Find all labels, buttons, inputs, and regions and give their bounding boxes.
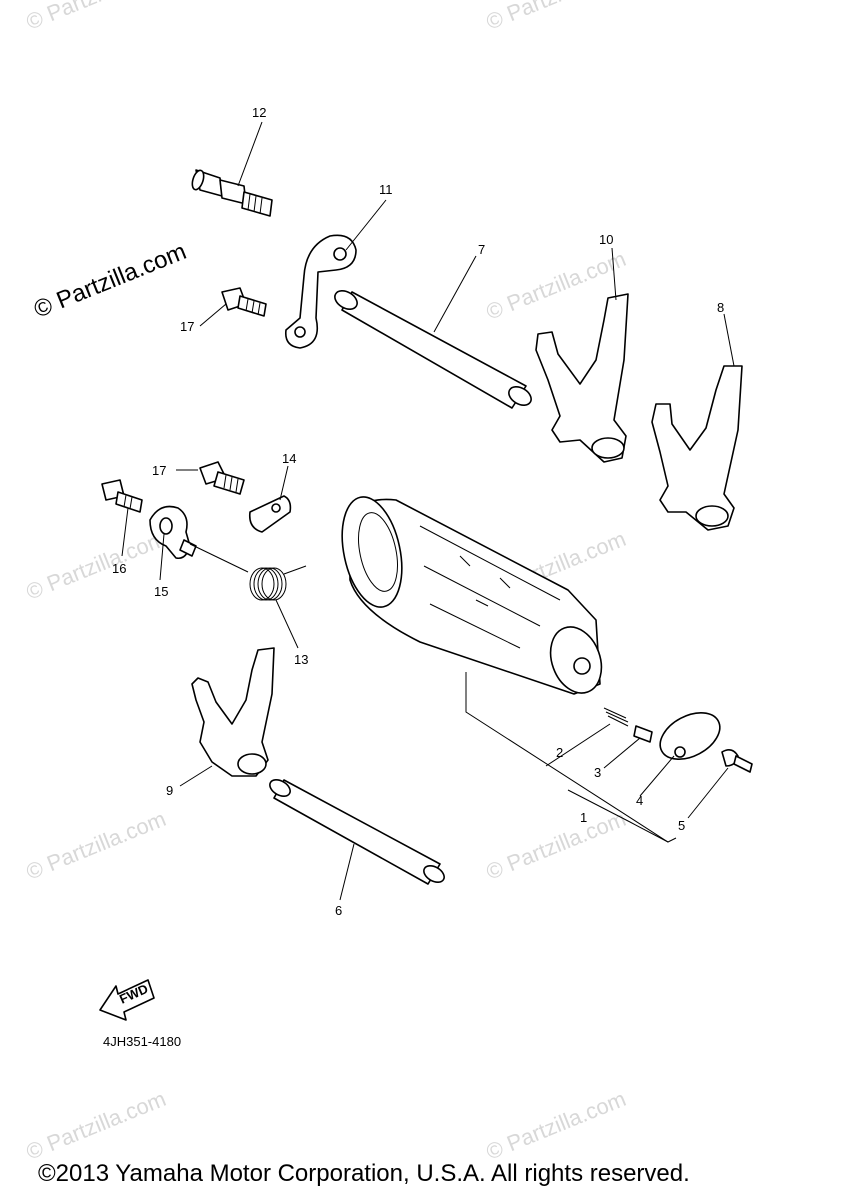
callout-12: 12 [252, 105, 266, 120]
callout-2: 2 [556, 745, 563, 760]
callout-6: 6 [335, 903, 342, 918]
watermark-tile: © Partzilla.com [23, 806, 170, 885]
watermark-tile: © Partzilla.com [483, 806, 630, 885]
part-10-shift-fork[interactable] [535, 293, 629, 463]
part-17-bolt-upper[interactable] [221, 287, 267, 317]
watermark-tile: © Partzilla.com [483, 0, 630, 35]
callout-15: 15 [154, 584, 168, 599]
part-17-bolt-middle[interactable] [199, 461, 245, 495]
part-4-washer-plate[interactable] [652, 703, 727, 768]
diagram-code: 4JH351-4180 [103, 1034, 182, 1049]
callout-5: 5 [678, 818, 685, 833]
part-1-shift-cam[interactable] [333, 491, 610, 700]
callout-11: 11 [379, 182, 393, 197]
callout-3: 3 [594, 765, 601, 780]
callout-4: 4 [636, 793, 643, 808]
watermark-tile: © Partzilla.com [483, 1086, 630, 1165]
part-13-torsion-spring[interactable] [189, 543, 307, 601]
callout-14: 14 [282, 451, 296, 466]
leader-lines [121, 121, 735, 901]
watermark-tile: © Partzilla.com [23, 0, 170, 35]
part-11-bracket[interactable] [284, 234, 357, 349]
callout-9: 9 [166, 783, 173, 798]
callout-8: 8 [717, 300, 724, 315]
part-8-shift-fork[interactable] [651, 365, 743, 531]
part-7-shift-fork-shaft[interactable] [332, 287, 535, 409]
part-16-bolt[interactable] [101, 479, 143, 513]
callout-13: 13 [294, 652, 308, 667]
watermark-main: © Partzilla.com [30, 238, 190, 324]
part-6-shift-fork-shaft[interactable] [267, 776, 447, 885]
callout-16: 16 [112, 561, 126, 576]
part-3-pin[interactable] [633, 725, 653, 743]
part-12-stud-bolt[interactable] [190, 169, 273, 217]
part-5-screw[interactable] [721, 748, 753, 773]
part-2-spring[interactable] [603, 707, 629, 727]
part-9-shift-fork[interactable] [191, 647, 275, 777]
callout-10: 10 [599, 232, 613, 247]
part-14-plate[interactable] [248, 495, 292, 533]
callout-7: 7 [478, 242, 485, 257]
watermark-tile: © Partzilla.com [23, 1086, 170, 1165]
callout-17-middle: 17 [152, 463, 166, 478]
callout-numbers: 12 11 17 7 10 8 17 14 16 15 13 9 6 2 3 4… [112, 105, 724, 918]
fwd-arrow-icon: FWD [99, 979, 155, 1021]
part-15-stopper-lever[interactable] [149, 505, 197, 560]
callout-1: 1 [580, 810, 587, 825]
copyright-notice: ©2013 Yamaha Motor Corporation, U.S.A. A… [38, 1160, 690, 1187]
watermark-tile: © Partzilla.com [23, 526, 170, 605]
callout-17-upper: 17 [180, 319, 194, 334]
